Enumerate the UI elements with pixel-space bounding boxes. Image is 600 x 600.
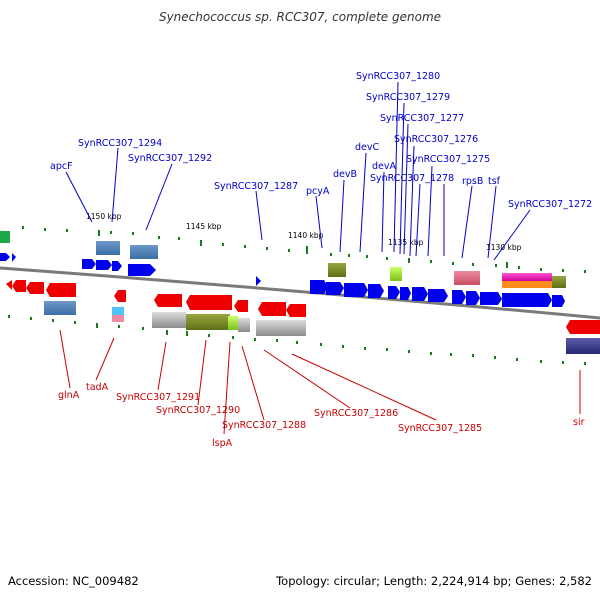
genome-title: Synechococcus sp. RCC307, complete genom…	[158, 10, 442, 24]
forward-genes	[0, 253, 565, 307]
gene-label-SynRCC307_1288: SynRCC307_1288	[222, 420, 306, 431]
gene-label-SynRCC307_1279: SynRCC307_1279	[366, 92, 450, 103]
gene-label-pcyA: pcyA	[306, 186, 330, 197]
gene-label-SynRCC307_1290: SynRCC307_1290	[156, 405, 240, 416]
tick-label-1150: 1150 kbp	[86, 212, 122, 221]
gene-label-tsf: tsf	[488, 176, 501, 187]
topology-text: Topology: circular; Length: 2,224,914 bp…	[276, 574, 592, 588]
gene-label-SynRCC307_1287: SynRCC307_1287	[214, 181, 298, 192]
gene-label-SynRCC307_1280: SynRCC307_1280	[356, 71, 440, 82]
gene-label-SynRCC307_1285: SynRCC307_1285	[398, 423, 482, 434]
gene-label-glnA: glnA	[58, 390, 80, 401]
feature-bars-bottom	[44, 301, 600, 354]
gene-label-SynRCC307_1294: SynRCC307_1294	[78, 138, 162, 149]
genome-backbone	[0, 266, 600, 320]
bottom-leader-lines	[59, 329, 581, 435]
tick-label-1145: 1145 kbp	[186, 222, 222, 231]
top-gene-labels: apcF SynRCC307_1294 SynRCC307_1292 SynRC…	[50, 71, 592, 210]
gene-label-devB: devB	[333, 169, 357, 180]
top-leader-lines	[65, 81, 531, 261]
gene-label-sir: sir	[573, 417, 585, 428]
feature-bars-top	[0, 231, 566, 288]
bottom-gene-labels: glnA tadA SynRCC307_1291 SynRCC307_1290 …	[58, 382, 585, 449]
inner-tick-track	[8, 315, 586, 365]
tick-label-1130: 1130 kbp	[486, 243, 522, 252]
tick-label-1140: 1140 kbp	[288, 231, 324, 240]
tick-label-1135: 1135 kbp	[388, 238, 424, 247]
gene-label-lspA: lspA	[212, 438, 233, 449]
gene-label-SynRCC307_1272: SynRCC307_1272	[508, 199, 592, 210]
gene-label-tadA: tadA	[86, 382, 109, 393]
gene-label-devC: devC	[355, 142, 379, 153]
gene-label-apcF: apcF	[50, 161, 73, 172]
gene-label-SynRCC307_1275: SynRCC307_1275	[406, 154, 490, 165]
gene-label-SynRCC307_1277: SynRCC307_1277	[380, 113, 464, 124]
gene-label-SynRCC307_1286: SynRCC307_1286	[314, 408, 398, 419]
gene-label-SynRCC307_1291: SynRCC307_1291	[116, 392, 200, 403]
gene-label-rpsB: rpsB	[462, 176, 483, 187]
gene-label-devA: devA	[372, 161, 396, 172]
gene-label-SynRCC307_1278: SynRCC307_1278	[370, 173, 454, 184]
accession-text: Accession: NC_009482	[8, 574, 139, 588]
gene-label-SynRCC307_1276: SynRCC307_1276	[394, 134, 478, 145]
gene-label-SynRCC307_1292: SynRCC307_1292	[128, 153, 212, 164]
reverse-genes	[6, 280, 600, 334]
outer-tick-track	[22, 226, 586, 273]
